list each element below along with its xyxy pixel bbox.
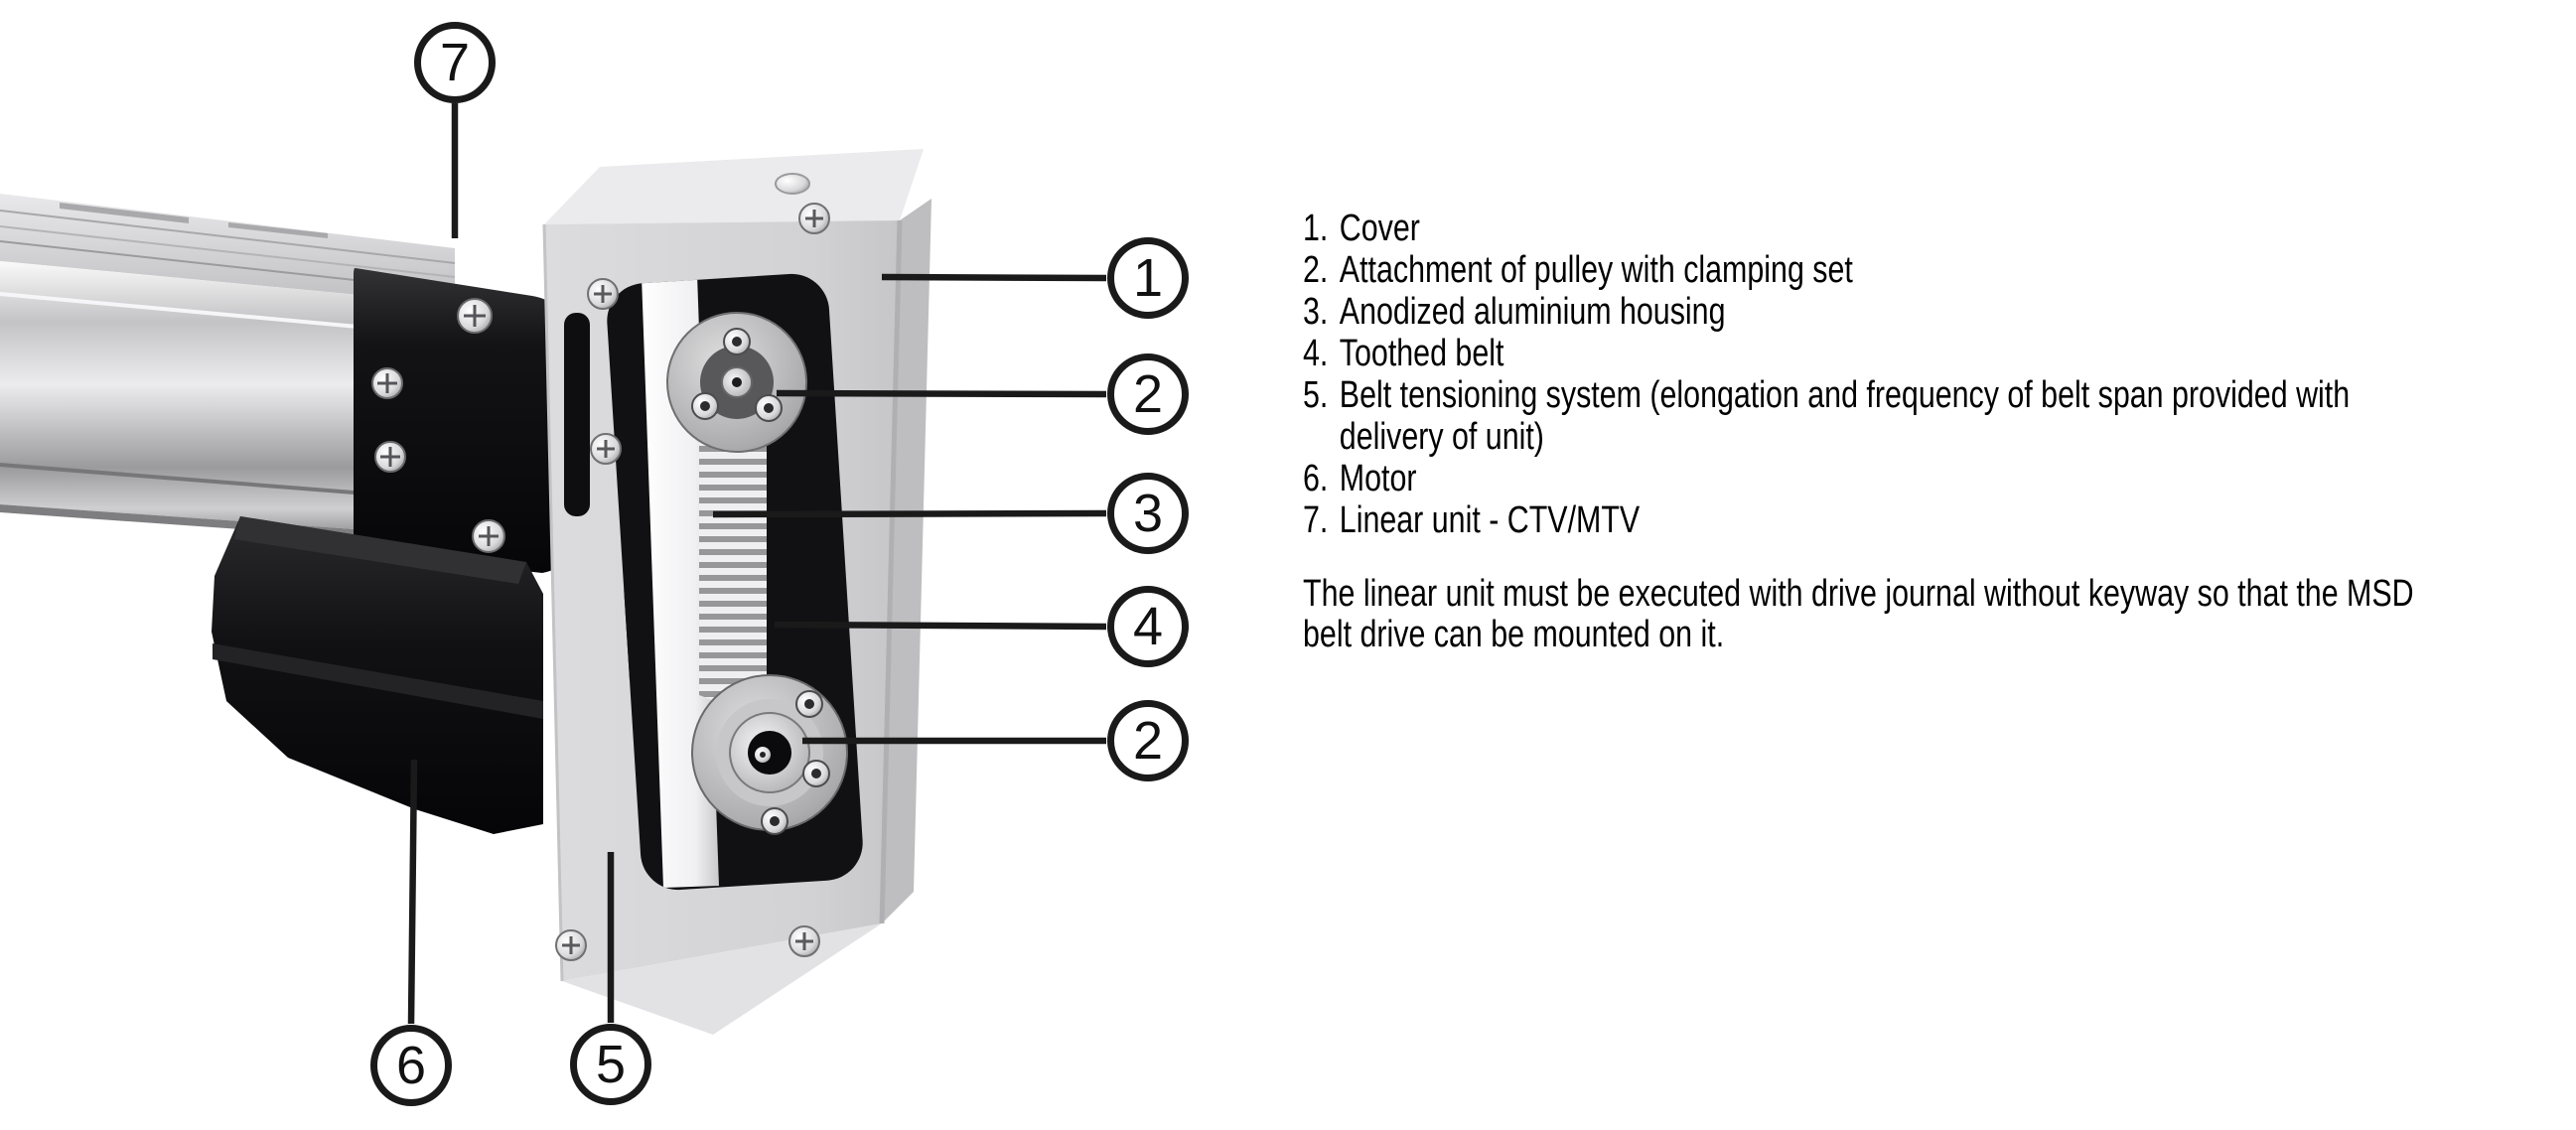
leader-line-2-top	[776, 389, 1107, 398]
leader-line-6	[407, 759, 418, 1025]
legend-row-6: 6. Motor	[1303, 458, 2350, 499]
note-line-2: belt drive can be mounted on it.	[1303, 614, 1725, 655]
screw-icon	[590, 433, 622, 465]
rail-slot	[228, 222, 328, 238]
legend-item-text: Linear unit - CTV/MTV	[1339, 499, 1641, 541]
legend-row-4: 4. Toothed belt	[1303, 333, 2350, 374]
legend-item-text: Motor	[1339, 458, 1417, 499]
rail-slot	[60, 203, 189, 223]
legend-item-text: Anodized aluminium housing	[1339, 291, 1726, 333]
legend-item-number: 3.	[1303, 291, 1329, 333]
legend-item-text: Cover	[1339, 208, 1420, 249]
legend-row-2: 2. Attachment of pulley with clamping se…	[1303, 249, 2350, 291]
legend-item-number: 1.	[1303, 208, 1329, 249]
callout-2-top: 2	[1107, 353, 1189, 435]
callout-6: 6	[370, 1025, 452, 1106]
callout-7: 7	[414, 22, 496, 103]
leader-lines	[407, 103, 1107, 1025]
callout-3: 3	[1107, 473, 1189, 554]
screw-icon	[371, 367, 403, 399]
callout-1: 1	[1107, 237, 1189, 319]
legend-item-number: 2.	[1303, 249, 1329, 291]
legend-row-5-wrap: delivery of unit)	[1303, 416, 2350, 458]
screw-icon	[472, 519, 505, 553]
screw-icon	[374, 441, 406, 473]
screw-icon	[555, 929, 587, 961]
screw-icon	[587, 278, 619, 310]
legend-item-number: 7.	[1303, 499, 1329, 541]
legend-row-5: 5. Belt tensioning system (elongation an…	[1303, 374, 2350, 416]
leader-line-1	[881, 273, 1107, 282]
leader-line-3	[712, 509, 1107, 518]
bottom-pulley	[691, 674, 848, 835]
legend-item-number	[1303, 416, 1340, 458]
screw-icon	[457, 298, 493, 334]
leader-line-4	[774, 621, 1107, 631]
note-paragraph: The linear unit must be executed with dr…	[1303, 574, 2414, 655]
housing-top-face	[544, 149, 924, 224]
legend-list: 1. Cover 2. Attachment of pulley with cl…	[1303, 208, 2350, 541]
screw-icon	[788, 925, 820, 957]
legend-item-text: Belt tensioning system (elongation and f…	[1339, 374, 2351, 416]
motor-body	[212, 516, 543, 834]
legend-row-7: 7. Linear unit - CTV/MTV	[1303, 499, 2350, 541]
legend-item-number: 6.	[1303, 458, 1329, 499]
note-line-1: The linear unit must be executed with dr…	[1303, 573, 2414, 615]
callout-4: 4	[1107, 586, 1189, 667]
legend-row-1: 1. Cover	[1303, 208, 2350, 249]
legend-row-3: 3. Anodized aluminium housing	[1303, 291, 2350, 333]
legend-item-text: Toothed belt	[1339, 333, 1504, 374]
housing-screws	[555, 203, 830, 961]
screw-icon	[798, 203, 830, 234]
screw-icon	[775, 173, 810, 195]
legend-item-number: 4.	[1303, 333, 1329, 374]
linear-unit-rail	[0, 194, 456, 544]
toothed-belt	[699, 412, 767, 720]
rail-end-block	[354, 267, 570, 573]
callout-5: 5	[570, 1024, 651, 1105]
legend-item-text: delivery of unit)	[1339, 416, 1544, 458]
legend-item-text: Attachment of pulley with clamping set	[1339, 249, 1853, 291]
callout-2-bottom: 2	[1107, 700, 1189, 781]
top-pulley	[666, 312, 807, 453]
drive-bracket	[564, 313, 590, 516]
legend-item-number: 5.	[1303, 374, 1329, 416]
